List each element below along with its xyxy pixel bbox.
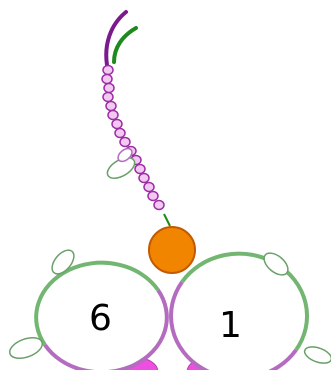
chain-bead <box>104 84 114 93</box>
green-strand <box>114 28 136 62</box>
chain-bead <box>148 192 158 201</box>
chain-bead <box>108 111 118 120</box>
terminal-strands <box>106 12 136 65</box>
chain-bead <box>112 120 122 129</box>
subunit-6-label: 6 <box>89 298 112 339</box>
chain-bead <box>144 183 154 192</box>
chain-bead <box>102 75 112 84</box>
chain-bead <box>106 102 116 111</box>
chain-bead <box>120 138 130 147</box>
chain-bead <box>103 93 113 102</box>
chain-bead <box>115 129 125 138</box>
chain-bead <box>154 201 164 210</box>
chain-bead <box>103 66 113 75</box>
beaded-chain <box>102 66 164 210</box>
chain-bead <box>139 174 149 183</box>
subunit-6: 6 <box>7 246 167 370</box>
subunit-1-label: 1 <box>219 305 242 346</box>
orange-hub <box>149 227 195 273</box>
subunit-1: 1 <box>171 249 331 370</box>
subunit-1-petal-right <box>302 344 331 367</box>
chain-bead <box>135 165 145 174</box>
chain-connector <box>164 214 170 226</box>
